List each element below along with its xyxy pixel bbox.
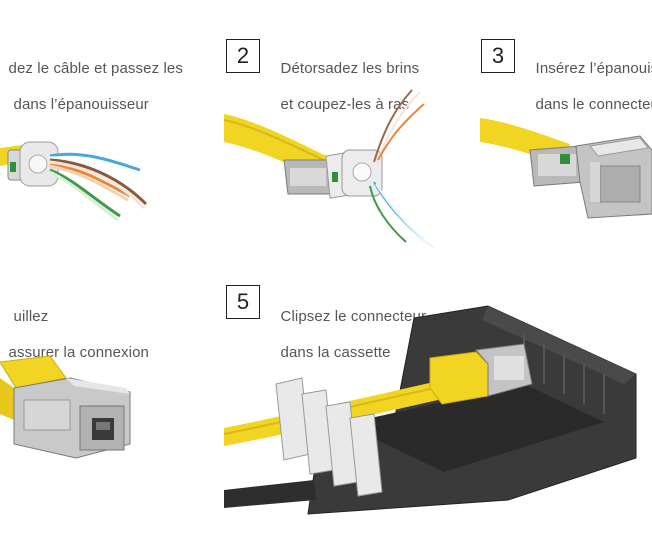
- step-3-number: 3: [481, 39, 515, 73]
- step-3-line2: dans le connecteu: [535, 96, 652, 113]
- step-5-illustration: [223, 305, 637, 515]
- step-1-line2: dans l’épanouisseur: [13, 96, 149, 113]
- step-1-line1: dez le câble et passez les: [8, 60, 183, 77]
- step-2-illustration: [223, 89, 435, 249]
- step-4-illustration: [0, 355, 131, 459]
- step-2-line1: Détorsadez les brins: [280, 60, 420, 77]
- step-3-illustration: [480, 118, 652, 219]
- step-1-caption: dez le câble et passez les dans l’épanou…: [0, 42, 183, 114]
- step-1-illustration: [0, 141, 148, 222]
- step-5-caption: Clipsez le connecteur dans la cassette: [272, 290, 426, 362]
- step-5-line2: dans la cassette: [280, 344, 391, 361]
- step-2-line2: et coupez-les à ras: [280, 96, 410, 113]
- step-2-number: 2: [226, 39, 260, 73]
- step-3-line1: Insérez l’épanouis: [535, 60, 652, 77]
- step-5-number: 5: [226, 285, 260, 319]
- step-3-caption: Insérez l’épanouis dans le connecteu: [527, 42, 652, 114]
- step-5-line1: Clipsez le connecteur: [280, 308, 427, 325]
- step-4-line1: uillez: [13, 308, 49, 325]
- step-2-caption: Détorsadez les brins et coupez-les à ras: [272, 42, 420, 114]
